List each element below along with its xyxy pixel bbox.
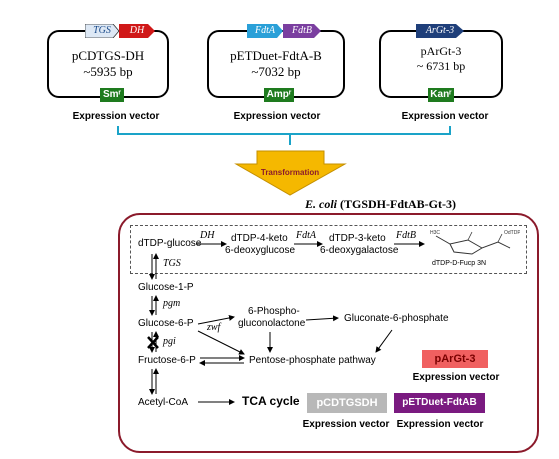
svg-text:H3C: H3C [430,230,440,236]
expression-vector-label: Expression vector [233,111,321,122]
gene-tgs-arrow: TGS [85,24,119,38]
marker-sm: Smʳ [100,88,124,102]
metabolite-dtdp-glucose: dTDP-glucose [138,238,202,249]
transformation-label: Transformation [260,168,320,177]
expression-vector-label: Expression vector [401,111,489,122]
expression-vector-label: Expression vector [396,419,484,430]
enzyme-fdtb: FdtB [396,230,416,241]
cell-outline [118,213,539,453]
gene-tgs-label: TGS [93,25,111,36]
knockout-x-icon [147,336,159,349]
gene-fdtb-label: FdtB [292,25,312,36]
strain-species: E. coli [305,197,337,211]
enzyme-zwf: zwf [207,322,221,333]
metabolite-keto1-line2: 6-deoxyglucose [225,245,296,256]
strain-title: E. coli (TGSDH-FdtAB-Gt-3) [305,197,456,212]
metabolite-glucose-6-p: Glucose-6-P [138,318,194,329]
gene-dh-label: DH [129,25,145,36]
metabolite-glucose-1-p: Glucose-1-P [138,282,194,293]
gene-fdtb-arrow: FdtB [283,24,321,38]
transformation-arrow [234,150,347,196]
plasmid-name: pETDuet-FdtA-B [230,48,322,63]
expression-vector-label: Expression vector [72,111,160,122]
pathway-pentose-phosphate: Pentose-phosphate pathway [249,355,376,366]
marker-kan: Kanʳ [428,88,454,102]
strain-name: (TGSDH-FdtAB-Gt-3) [337,197,456,211]
metabolite-phospho-line2: gluconolactone [238,318,306,329]
enzyme-pgi: pgi [163,336,176,347]
metabolite-keto2-line1: dTDP-3-keto [329,233,386,244]
metabolite-keto2-line2: 6-deoxygalactose [320,245,399,256]
gene-fdta-arrow: FdtA [247,24,283,38]
expression-vector-label: Expression vector [412,372,500,383]
metabolite-gluconate-6-phosphate: Gluconate-6-phosphate [344,313,449,324]
sugar-pathway-box [130,225,527,274]
metabolite-fructose-6-p: Fructose-6-P [138,355,196,366]
connector-bracket [117,126,451,145]
gene-argt-label: ArGt-3 [425,25,455,36]
gene-argt-arrow: ArGt-3 [416,24,464,38]
plasmid-name: pArGt-3 [420,44,462,58]
expression-vector-label: Expression vector [302,419,390,430]
product-label: dTDP-D-Fucp 3N [432,260,487,267]
vector-box-petduet-fdtab: pETDuet-FdtAB [394,393,485,413]
enzyme-fdta: FdtA [296,230,316,241]
plasmid-pargt-3 [379,30,503,98]
metabolite-keto1-line1: dTDP-4-keto [231,233,288,244]
vector-box-pargt-3: pArGt-3 [422,350,488,368]
svg-text:OdTDP: OdTDP [504,230,520,236]
plasmid-size: ~5935 bp [83,64,133,79]
metabolite-acetyl-coa: Acetyl-CoA [138,397,189,408]
metabolite-phospho-line1: 6-Phospho- [248,306,300,317]
plasmid-petduet-fdta-b [207,30,345,98]
plasmid-size: ~ 6731 bp [416,59,466,73]
enzyme-pgm: pgm [163,298,181,309]
sugar-structure-icon: H3C OdTDP [430,230,520,255]
plasmid-size: ~7032 bp [251,64,301,79]
gene-fdta-label: FdtA [255,25,275,36]
enzyme-dh: DH [200,230,215,241]
plasmid-name: pCDTGS-DH [71,48,145,63]
vector-box-pcdtgsdh: pCDTGSDH [307,393,387,413]
gene-dh-arrow: DH [119,24,155,38]
tca-cycle-label: TCA cycle [242,394,300,408]
marker-amp: Ampʳ [264,88,294,102]
enzyme-tgs: TGS [163,258,181,269]
